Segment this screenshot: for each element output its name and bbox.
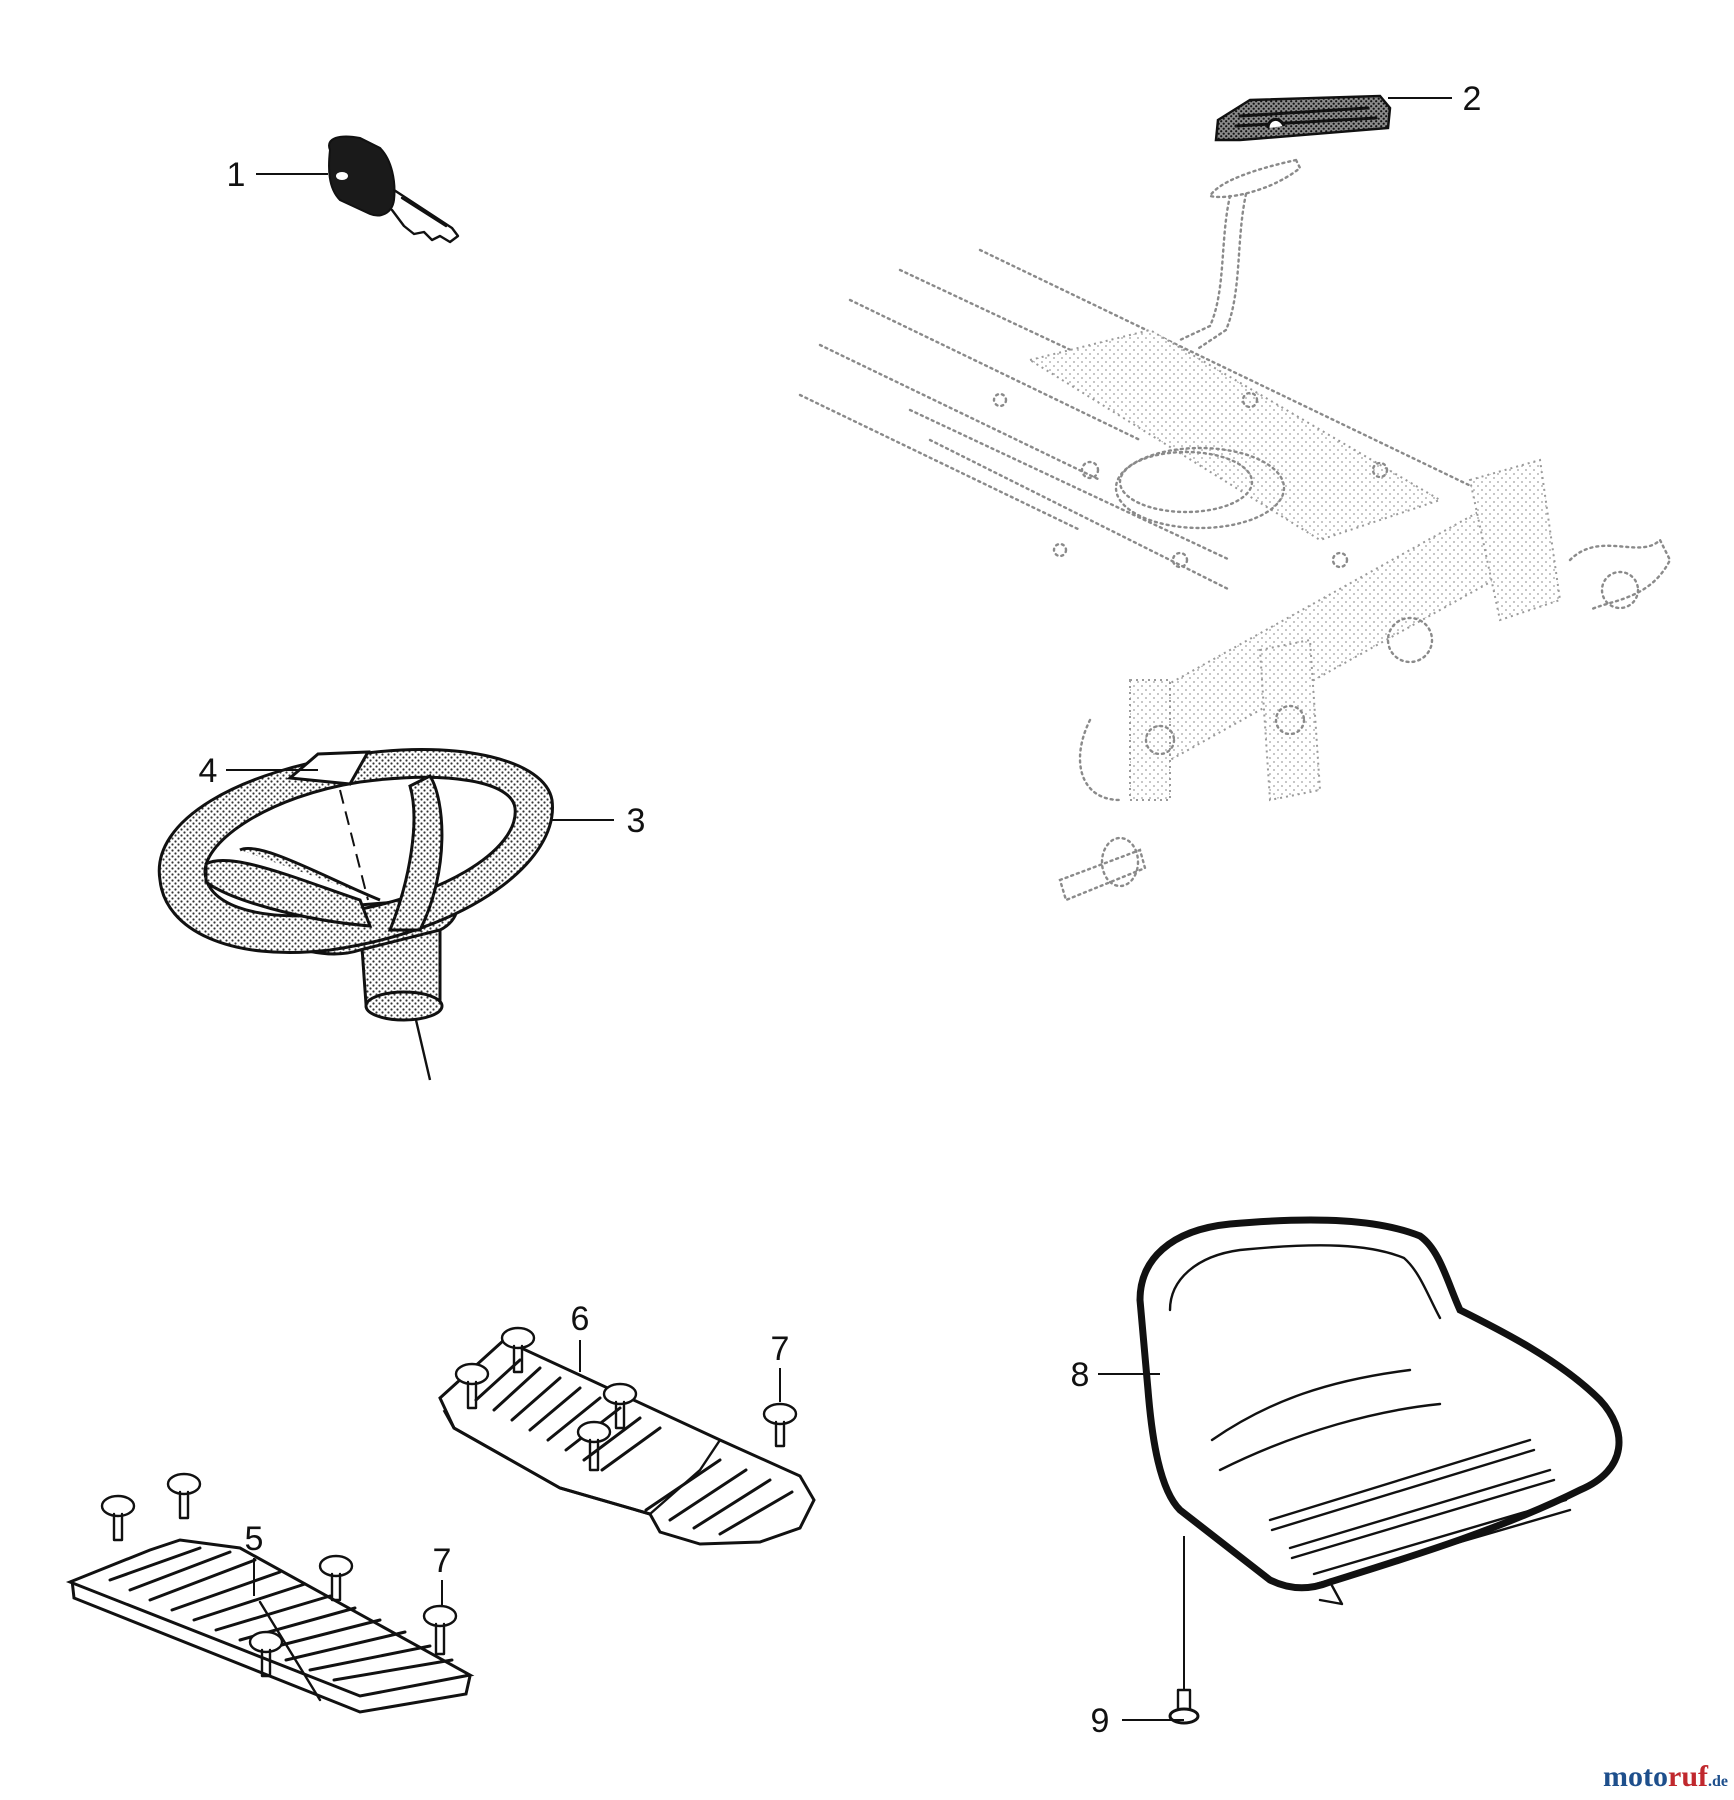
watermark-logo: motoruf.de	[1603, 1760, 1728, 1794]
watermark-suffix: .de	[1708, 1773, 1728, 1790]
rivet	[602, 1382, 638, 1430]
ignition-key-part	[328, 135, 460, 244]
callout-8: 8	[1071, 1356, 1090, 1394]
leader-lines	[226, 97, 1452, 1721]
footrest-right-part	[438, 1338, 816, 1546]
rivet	[100, 1494, 136, 1542]
seat-bolt-part	[1168, 1536, 1200, 1725]
callout-4: 4	[199, 752, 218, 790]
rivet	[500, 1326, 536, 1374]
rivet	[576, 1420, 612, 1472]
seat-grooves	[1268, 1438, 1572, 1586]
seat-part	[1136, 1216, 1623, 1606]
watermark-part-a: moto	[1603, 1760, 1668, 1793]
callout-1: 1	[227, 156, 246, 194]
watermark-part-b: ruf	[1668, 1760, 1708, 1793]
rivet	[422, 1604, 458, 1656]
callout-labels: 1 2 3 4 5 6 7 7 8 9	[199, 80, 1482, 1740]
rivet	[166, 1472, 202, 1520]
callout-6: 6	[571, 1300, 590, 1338]
footrest-left-ribs	[108, 1546, 454, 1682]
rivet	[762, 1402, 798, 1448]
callout-7-left: 7	[433, 1542, 452, 1580]
steering-wheel-part	[157, 748, 554, 1081]
callout-2: 2	[1463, 80, 1482, 118]
rivet	[248, 1630, 284, 1678]
push-rivets	[100, 1326, 798, 1678]
callout-9: 9	[1091, 1702, 1110, 1740]
tractor-frame-ghost	[798, 158, 1672, 902]
footrest-left-part	[65, 1538, 475, 1714]
rivet	[318, 1554, 354, 1602]
callout-3: 3	[627, 802, 646, 840]
rivet	[454, 1362, 490, 1410]
callout-5: 5	[245, 1520, 264, 1558]
callout-7-right: 7	[771, 1330, 790, 1368]
pedal-pad-part	[1214, 94, 1392, 142]
